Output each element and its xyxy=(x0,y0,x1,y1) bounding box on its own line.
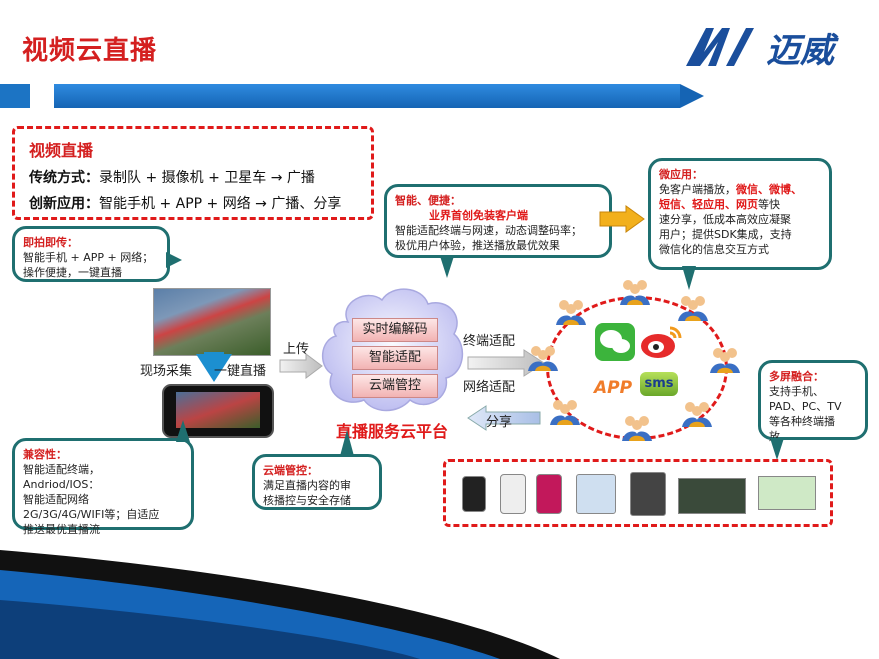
phone-screen xyxy=(176,392,260,428)
intro-traditional: 传统方式：录制队 + 摄像机 + 卫星车 → 广播 xyxy=(29,170,315,186)
intro-box: 视频直播 传统方式：录制队 + 摄像机 + 卫星车 → 广播 创新应用：智能手机… xyxy=(12,126,374,220)
header-band-left xyxy=(0,84,30,108)
device-tablet-white-icon xyxy=(576,474,616,514)
bubble-compat: 兼容性： 智能适配终端， Andriod/IOS： 智能适配网络 2G/3G/4… xyxy=(12,438,194,536)
users-icon xyxy=(678,296,708,321)
devices-box xyxy=(443,459,833,527)
users-icon xyxy=(620,280,650,305)
bubble-compat-tail xyxy=(176,420,190,442)
logo-mark-icon: 迈威 xyxy=(686,28,839,70)
bubble-cloud: 云端管控： 满足直播内容的审 核播控与安全存储 xyxy=(252,454,382,510)
users-icon xyxy=(528,346,558,371)
users-icon xyxy=(682,402,712,427)
weibo-icon xyxy=(641,326,682,358)
down-arrow-icon xyxy=(196,354,232,382)
device-pink-phone-icon xyxy=(536,474,562,514)
bubble-micro: 微应用： 免客户端播放，微信、微博、 短信、轻应用、网页等快 速分享，低成本高效… xyxy=(648,158,832,270)
terminal-adapt-label: 终端适配 xyxy=(463,334,516,349)
device-tablet-dark-icon xyxy=(630,472,666,516)
device-iphone-icon xyxy=(500,474,526,514)
footer-swoosh xyxy=(0,550,560,659)
share-arrow-icon xyxy=(467,405,541,431)
upload-label: 上传 xyxy=(283,342,310,357)
bubble-multi-tail xyxy=(770,438,784,460)
share-label: 分享 xyxy=(486,415,513,430)
sms-icon: sms xyxy=(640,372,678,396)
device-tv-icon xyxy=(678,478,746,514)
bubble-cloud-tail xyxy=(340,430,354,456)
wechat-icon xyxy=(595,323,635,361)
bubble-multi: 多屏融合： 支持手机、 PAD、PC、TV 等各种终端播 放 xyxy=(758,360,868,443)
bubble-shoot-tail xyxy=(166,252,182,268)
network-adapt-label: 网络适配 xyxy=(463,380,516,395)
capture-label: 现场采集 xyxy=(140,364,193,379)
bubble-micro-tail xyxy=(682,266,696,290)
page-title: 视频云直播 xyxy=(22,36,158,66)
header-band xyxy=(54,84,680,108)
bubble-smart-tail xyxy=(440,256,454,278)
device-monitor-icon xyxy=(758,476,816,510)
users-icon xyxy=(622,416,652,441)
onekey-label: 一键直播 xyxy=(214,364,267,379)
highlight-arrow-icon xyxy=(599,205,645,233)
bubble-smart: 智能、便捷： 业界首创免装客户端 智能适配终端与网速，动态调整码率； 极优用户体… xyxy=(384,184,612,258)
users-icon xyxy=(550,400,580,425)
intro-innovative: 创新应用：智能手机 + APP + 网络 → 广播、分享 xyxy=(29,196,342,212)
app-label: APP xyxy=(594,378,633,398)
upload-arrow-icon xyxy=(279,353,323,379)
cloud-item-control: 云端管控 xyxy=(352,374,438,398)
cloud-item-adapt: 智能适配 xyxy=(352,346,438,370)
company-logo: 迈威 xyxy=(682,22,860,72)
cloud-item-codec: 实时编解码 xyxy=(352,318,438,342)
users-icon xyxy=(556,300,586,325)
device-phone-icon xyxy=(462,476,486,512)
bubble-shoot: 即拍即传： 智能手机 + APP + 网络； 操作便捷，一键直播 xyxy=(12,226,170,282)
users-icon xyxy=(710,348,740,373)
platform-label: 直播服务云平台 xyxy=(336,422,449,441)
intro-heading: 视频直播 xyxy=(29,141,94,160)
logo-text: 迈威 xyxy=(766,32,839,70)
header-band-arrow xyxy=(680,84,704,108)
capture-photo xyxy=(153,288,271,356)
